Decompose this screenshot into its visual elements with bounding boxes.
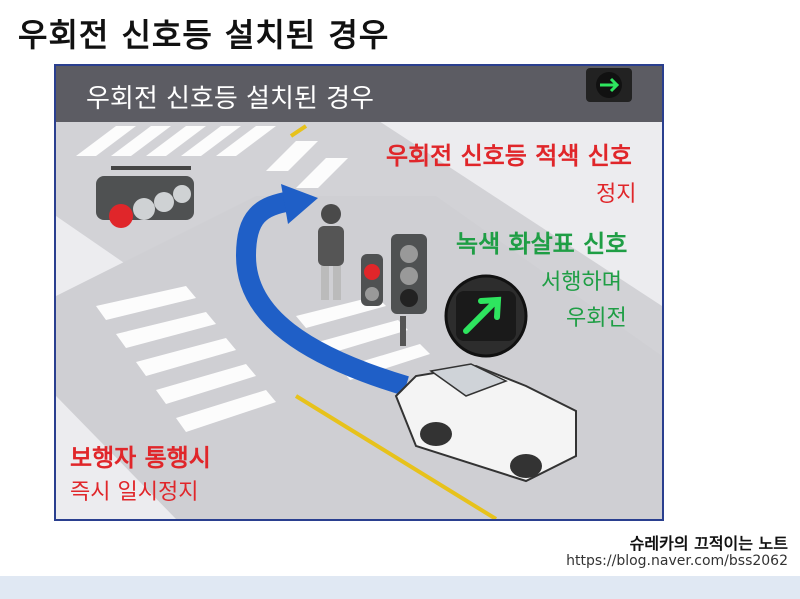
car-icon	[394, 363, 577, 483]
pedestrian-icon	[318, 204, 344, 300]
intersection-scene	[56, 66, 662, 519]
traffic-light-icon	[96, 166, 194, 228]
credit-url[interactable]: https://blog.naver.com/bss2062	[566, 553, 788, 569]
red-signal-title: 우회전 신호등 적색 신호	[386, 142, 632, 170]
right-turn-signal-icon	[361, 234, 427, 346]
green-signal-action-1: 서행하며	[541, 270, 622, 295]
bottom-bar	[0, 576, 800, 599]
crosswalk-top	[76, 126, 348, 188]
banner-title: 우회전 신호등 설치된 경우	[86, 84, 374, 114]
credit-name: 슈레카의 끄적이는 노트	[629, 534, 788, 553]
illustration: 우회전 신호등 설치된 경우 우회전 신호등 적색 신호 정지 녹색 화살표 신…	[54, 64, 664, 521]
pedestrian-action: 즉시 일시정지	[70, 480, 199, 505]
green-signal-action-2: 우회전	[566, 306, 627, 331]
banner-arrow-icon	[586, 68, 632, 102]
red-signal-action: 정지	[596, 182, 637, 207]
green-arrow-icon	[444, 274, 528, 358]
pedestrian-title: 보행자 통행시	[70, 444, 211, 472]
green-signal-title: 녹색 화살표 신호	[456, 230, 628, 258]
figure-banner: 우회전 신호등 설치된 경우	[56, 66, 662, 122]
route-arrow-icon	[235, 191, 409, 396]
page-title: 우회전 신호등 설치된 경우	[18, 16, 390, 54]
crosswalk-bottom	[96, 286, 276, 432]
